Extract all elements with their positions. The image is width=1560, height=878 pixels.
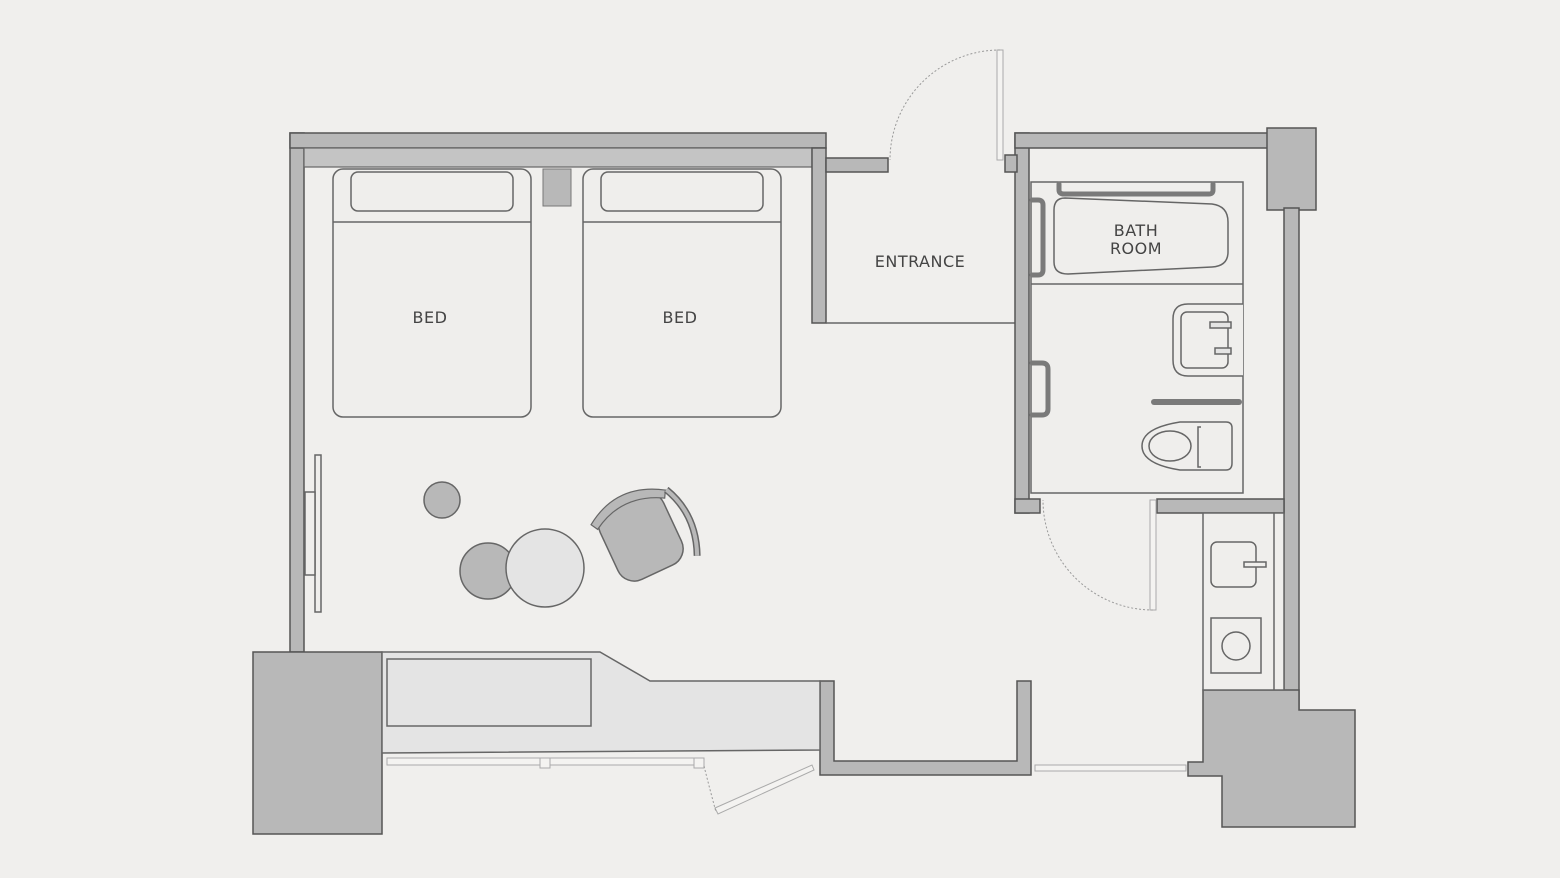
stool <box>423 481 461 519</box>
nightstand <box>542 168 572 207</box>
bathroom-door[interactable] <box>1042 499 1157 611</box>
pillow <box>350 171 514 212</box>
seating <box>423 481 701 608</box>
armchair <box>590 486 701 582</box>
bed-1-label: BED <box>413 308 448 327</box>
pillow <box>600 171 764 212</box>
entrance-label: ENTRANCE <box>875 252 966 271</box>
tv <box>304 454 322 613</box>
bathroom: BATH ROOM <box>1029 181 1244 494</box>
bathtub <box>1053 197 1229 275</box>
round-table <box>505 528 585 608</box>
bed-2: BED <box>582 168 782 418</box>
bathroom-label-1: BATH <box>1114 221 1158 240</box>
bathroom-label-2: ROOM <box>1110 239 1162 258</box>
kitchenette <box>1202 512 1285 691</box>
bed-1: BED <box>332 168 532 418</box>
bed-2-label: BED <box>663 308 698 327</box>
counter <box>381 651 821 754</box>
walls <box>252 127 1356 835</box>
entrance-door[interactable] <box>889 49 1004 161</box>
windows <box>386 757 1187 815</box>
